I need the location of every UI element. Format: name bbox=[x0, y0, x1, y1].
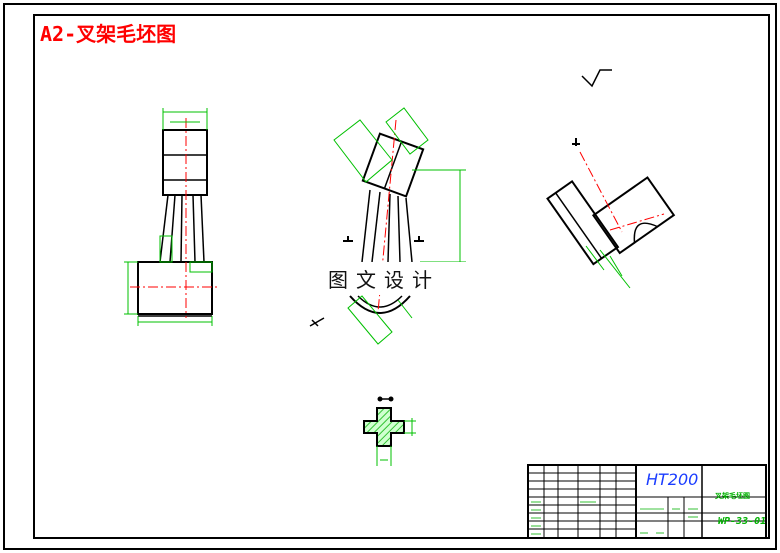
auxiliary-view bbox=[546, 138, 676, 289]
watermark-text: 图文设计 bbox=[326, 262, 470, 295]
side-view bbox=[309, 107, 466, 345]
drawing-title: A2-叉架毛坯图 bbox=[40, 22, 177, 46]
front-view bbox=[124, 108, 218, 326]
material-label: HT200 bbox=[646, 470, 699, 489]
drawing-number: WP-33-01 bbox=[718, 516, 767, 527]
title-block bbox=[527, 464, 767, 539]
sheet-border bbox=[3, 3, 777, 550]
drawing-frame bbox=[33, 14, 770, 539]
surface-roughness-symbol bbox=[581, 69, 612, 88]
part-name-label: 叉架毛坯图 bbox=[715, 492, 750, 500]
cross-section bbox=[363, 396, 416, 466]
